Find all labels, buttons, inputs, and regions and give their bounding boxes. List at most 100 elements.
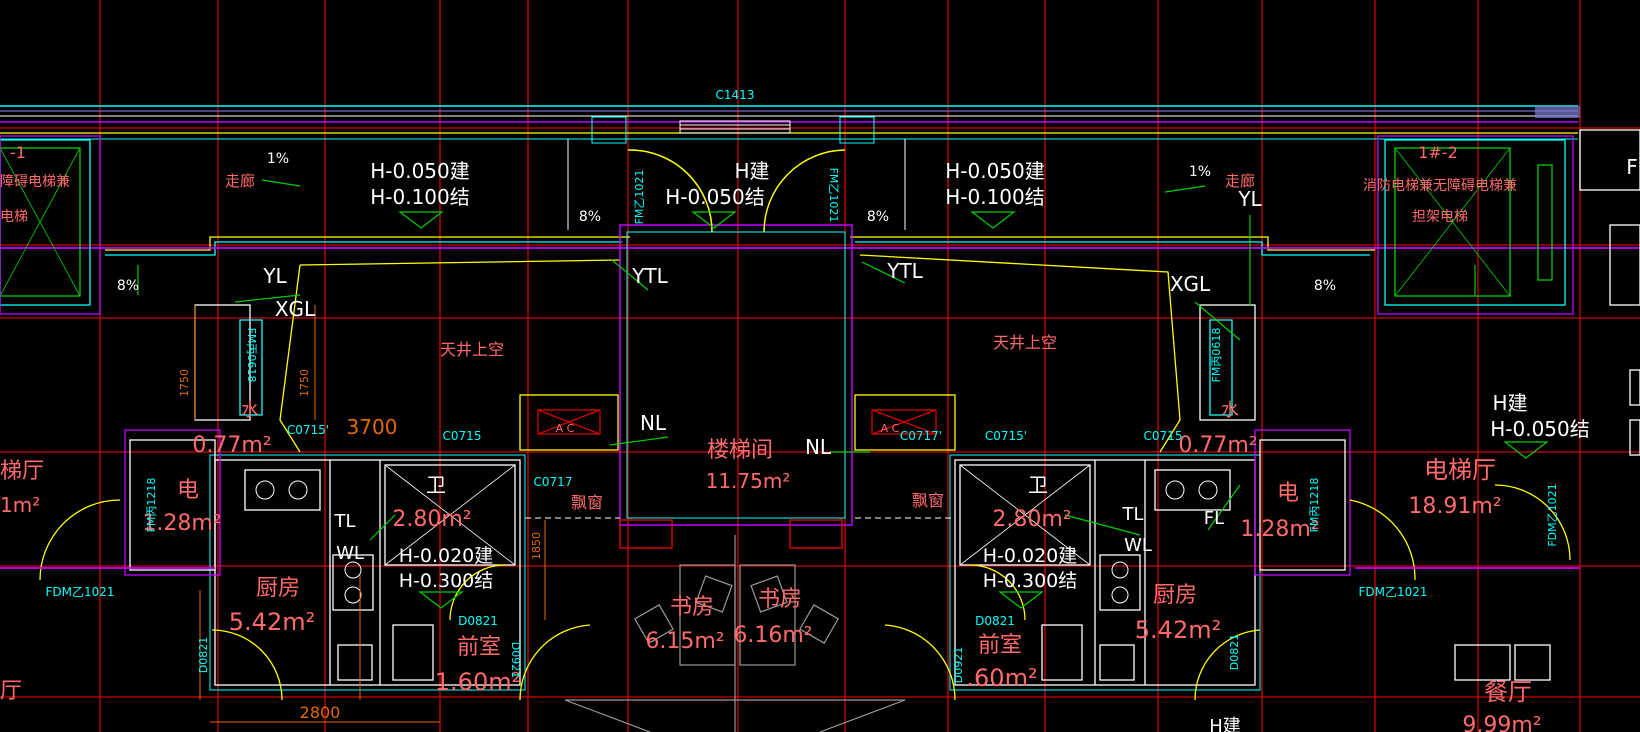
label-shufang-left-name: 书房 (670, 595, 714, 620)
ac-units (519, 394, 956, 451)
label-xgl-right: XGL (1170, 272, 1211, 296)
label-wl-left: WL (336, 543, 364, 564)
label-h-frag-bottom: H建 (1209, 716, 1241, 732)
label-wl-right: WL (1124, 535, 1152, 556)
right-unit-walls (884, 129, 1640, 701)
label-c1413: C1413 (716, 88, 755, 102)
label-fl-right: FL (1204, 508, 1224, 529)
left-unit-walls (0, 135, 591, 701)
label-fdm-right: FDM乙1021 (1358, 585, 1427, 599)
label-ting-frag-left: 厅 (0, 679, 22, 704)
label-qianshi-left-area: 1.60m² (435, 668, 521, 696)
label-nl-left: NL (640, 411, 667, 435)
dimension-lines (194, 305, 546, 723)
label-tianjing-right: 天井上空 (993, 333, 1057, 352)
label-h300-right: H-0.300结 (983, 570, 1078, 592)
label-qianshi-right-area: .60m² (966, 664, 1037, 692)
label-dian-left-name: 电 (177, 478, 199, 503)
label-slope-8-left: 8% (117, 278, 139, 294)
study-furniture (564, 535, 906, 732)
label-canting-area: 9.99m² (1462, 713, 1541, 732)
label-c0717p-right: C0717' (900, 429, 942, 443)
label-piaochuang-right: 飘窗 (912, 491, 944, 510)
label-area-frag-left: 1m² (0, 493, 40, 517)
label-dianti-ting-area: 18.91m² (1408, 494, 1501, 519)
label-d0821-d: D0821 (1228, 634, 1241, 670)
label-d0821-a: D0821 (458, 614, 498, 628)
label-stair-name: 楼梯间 (707, 438, 773, 463)
label-qianshi-right-name: 前室 (978, 633, 1022, 658)
elevation-markers (398, 211, 1549, 609)
label-area-077-left: 0.77m² (192, 433, 271, 458)
label-d0821-c: D0821 (197, 637, 210, 673)
label-lift-right-l1: 消防电梯兼无障碍电梯兼 (1363, 178, 1517, 194)
label-shui-right: 水 (1221, 400, 1239, 421)
label-c0715-right: C0715 (1144, 429, 1183, 443)
label-fdm-left: FDM乙1021 (45, 585, 114, 599)
label-c0715-left: C0715 (443, 429, 482, 443)
label-d0821-b: D0821 (975, 614, 1015, 628)
label-h-jian-center: H建 (734, 159, 769, 183)
label-area-077-right: 0.77m² (1178, 433, 1257, 458)
label-h050-left-a: H-0.050建 (370, 159, 470, 183)
stair-core (619, 149, 853, 549)
label-dim-2800: 2800 (300, 703, 341, 722)
label-chufang-left-name: 厨房 (256, 576, 300, 601)
label-c0715p-left: C0715' (287, 423, 329, 437)
label-chufang-right-name: 厨房 (1153, 583, 1197, 608)
label-slope-8-a: 8% (579, 209, 601, 225)
label-shufang-right-name: 书房 (758, 587, 802, 612)
label-c0715p-right: C0715' (985, 429, 1027, 443)
label-tianjing-left: 天井上空 (440, 340, 504, 359)
label-shufang-right-area: 6.16m² (733, 623, 812, 648)
label-lift-left-l2: 电梯 (0, 209, 28, 225)
label-wei-left-name: 卫 (426, 473, 446, 497)
label-qianshi-left-name: 前室 (457, 635, 501, 660)
label-h020-right: H-0.020建 (983, 545, 1078, 567)
label-yl-left: YL (262, 264, 287, 288)
label-lift-left-id: -1 (10, 143, 26, 162)
corridor-walls (0, 139, 1640, 453)
label-slope-8-right: 8% (1314, 278, 1336, 294)
label-wei-right-area: 2.80m² (992, 507, 1071, 532)
label-h050-right-b: H-0.050结 (1490, 417, 1590, 441)
label-h020-left: H-0.020建 (399, 545, 494, 567)
label-yl-right: YL (1237, 187, 1262, 211)
label-zoulang-right: 走廊 (1225, 172, 1255, 190)
label-fm1218-left: FM丙1218 (145, 478, 158, 533)
leaders (137, 179, 1476, 541)
label-slope-8-b: 8% (867, 209, 889, 225)
label-dim-3700: 3700 (347, 415, 398, 439)
label-dian-right-area: 1.28m² (1240, 517, 1319, 542)
label-d0921-left: D0921 (509, 642, 522, 678)
label-h050-right-a: H-0.050建 (945, 159, 1045, 183)
label-fm1021-b: FM乙1021 (827, 168, 840, 223)
label-shui-left: 水 (241, 400, 259, 421)
label-piaochuang-left: 飘窗 (571, 493, 603, 512)
label-chufang-right-area: 5.42m² (1135, 616, 1221, 644)
label-ytl-right: YTL (886, 259, 923, 283)
label-fm1021-a: FM乙1021 (633, 170, 646, 225)
label-nl-right: NL (805, 435, 832, 459)
label-zoulang-left: 走廊 (225, 172, 255, 190)
label-ytl-left: YTL (631, 264, 668, 288)
label-ac-left: A C (556, 422, 575, 435)
label-wei-right-name: 卫 (1028, 473, 1048, 497)
top-facade (0, 105, 1580, 144)
label-dian-right-name: 电 (1277, 481, 1299, 506)
label-dim-1750-a: 1750 (178, 369, 191, 397)
label-dim-1750-b: 1750 (298, 369, 311, 397)
label-dian-left-area: 1.28m² (142, 511, 221, 536)
label-xgl-left: XGL (275, 297, 316, 321)
label-chufang-left-area: 5.42m² (229, 608, 315, 636)
label-d0921: D0921 (952, 647, 965, 683)
label-shufang-left-area: 6.15m² (645, 629, 724, 654)
label-dianti-ting-name: 电梯厅 (1424, 456, 1496, 484)
label-fdm1021-right: FDM乙1021 (1546, 483, 1559, 546)
label-lift-left-l1: 障碍电梯兼 (0, 174, 70, 190)
label-ac-right: A C (881, 422, 900, 435)
plan-labels: C1413H-0.050建H-0.100结H建H-0.050结H-0.050建H… (0, 88, 1638, 732)
label-lift-right-l2: 担架电梯 (1412, 209, 1468, 225)
